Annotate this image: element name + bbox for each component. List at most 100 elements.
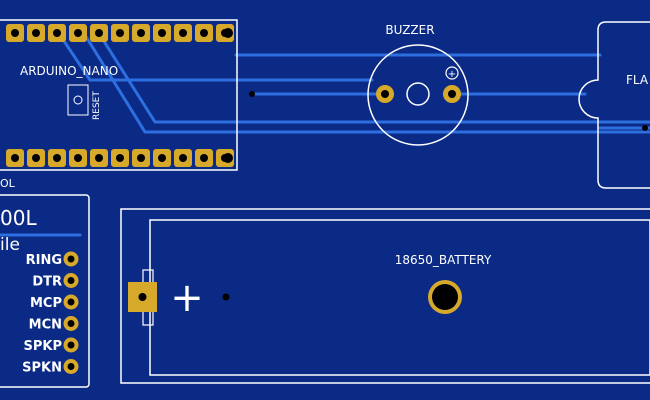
- nano-top-pin-row: [6, 24, 234, 42]
- pin-hole: [95, 29, 103, 37]
- pin-hole: [74, 154, 82, 162]
- nano-top-pin: [153, 24, 171, 42]
- nano-top-pin: [48, 24, 66, 42]
- nano-top-pin: [90, 24, 108, 42]
- module-pin-mcp: MCP: [30, 294, 79, 311]
- pin-module-pin-list: RING DTR MCP MCN SPKP SPKN: [22, 251, 79, 376]
- nano-mount-hole-bottom: [223, 153, 233, 163]
- fragment-label: OL: [0, 177, 16, 190]
- pin-hole: [32, 29, 40, 37]
- module-pin-label: MCN: [29, 318, 62, 333]
- pin-hole: [179, 29, 187, 37]
- buzzer-label: BUZZER: [385, 23, 434, 37]
- pin-hole: [200, 29, 208, 37]
- nano-bottom-pin-row: [6, 149, 234, 167]
- right-module-outline: [578, 21, 650, 189]
- module-pin-label: SPKP: [24, 339, 63, 354]
- reset-button: [67, 84, 89, 116]
- pin-hole: [137, 154, 145, 162]
- right-module: FLA: [578, 21, 650, 189]
- reset-label: RESET: [92, 91, 102, 120]
- pin-hole: [116, 154, 124, 162]
- pin-hole: [32, 154, 40, 162]
- module-pin-label: SPKN: [22, 361, 62, 376]
- pin-module-title: 00L: [0, 206, 37, 230]
- nano-top-pin: [69, 24, 87, 42]
- module-pin-ring: RING: [26, 251, 79, 268]
- buzzer-pad-positive-hole: [448, 90, 456, 98]
- module-pin-dtr: DTR: [32, 273, 79, 290]
- nano-bottom-pin: [48, 149, 66, 167]
- nano-top-pin: [195, 24, 213, 42]
- nano-bottom-pin: [111, 149, 129, 167]
- module-pin-hole: [67, 363, 75, 370]
- module-pin-hole: [67, 255, 75, 263]
- buzzer-polarity-ring: [445, 66, 459, 80]
- pin-hole: [53, 29, 61, 37]
- nano-via: [249, 91, 255, 97]
- pin-module-outline: [0, 194, 90, 388]
- module-pin-label: RING: [26, 253, 62, 268]
- module-pin-hole: [67, 298, 75, 306]
- battery-pad-positive-hole: [138, 293, 147, 301]
- traces: [0, 33, 650, 237]
- pin-hole: [200, 154, 208, 162]
- nano-top-pin: [27, 24, 45, 42]
- right-module-label: FLA: [626, 73, 649, 87]
- buzzer: BUZZER +: [367, 23, 469, 146]
- arduino-nano: ARDUINO_NANO RESET: [0, 19, 255, 171]
- pin-hole: [158, 154, 166, 162]
- pin-hole: [95, 154, 103, 162]
- pin-hole: [74, 29, 82, 37]
- pin-hole: [116, 29, 124, 37]
- module-pin-label: MCP: [30, 296, 62, 311]
- pin-hole: [137, 29, 145, 37]
- battery-polarity-mark: +: [170, 275, 204, 321]
- pin-hole: [11, 29, 19, 37]
- module-pin-spkn: SPKN: [22, 359, 79, 376]
- battery-label: 18650_BATTERY: [395, 253, 492, 267]
- pin-module-subtitle: ile: [0, 235, 20, 255]
- nano-bottom-pin: [90, 149, 108, 167]
- module-pin-label: DTR: [32, 275, 62, 290]
- nano-label: ARDUINO_NANO: [20, 64, 118, 78]
- pin-hole: [11, 154, 19, 162]
- battery-pad-negative-hole: [432, 284, 458, 310]
- nano-top-pin: [174, 24, 192, 42]
- nano-bottom-pin: [153, 149, 171, 167]
- pin-hole: [158, 29, 166, 37]
- module-pin-hole: [67, 277, 75, 284]
- nano-top-pin: [111, 24, 129, 42]
- battery-outer-outline: [120, 208, 650, 384]
- nano-outline: [0, 19, 238, 171]
- battery-via: [222, 293, 230, 301]
- reset-button-knob: [73, 95, 83, 105]
- module-pin-mcn: MCN: [29, 316, 79, 333]
- nano-top-pin: [132, 24, 150, 42]
- nano-bottom-pin: [69, 149, 87, 167]
- pin-hole: [53, 154, 61, 162]
- module-pin-hole: [67, 341, 75, 349]
- trace-diag-1: [98, 33, 650, 124]
- nano-bottom-pin: [132, 149, 150, 167]
- nano-mount-hole-top: [223, 28, 233, 38]
- battery-holder: + 18650_BATTERY: [120, 208, 650, 384]
- nano-top-pin: [6, 24, 24, 42]
- trace-diag-2: [83, 33, 650, 134]
- right-module-via: [642, 125, 648, 131]
- trace-top-2: [58, 33, 374, 82]
- nano-bottom-pin: [6, 149, 24, 167]
- buzzer-outline: [367, 44, 469, 146]
- module-pin-spkp: SPKP: [24, 337, 79, 354]
- nano-bottom-pin: [174, 149, 192, 167]
- nano-bottom-pin: [195, 149, 213, 167]
- buzzer-pad-negative-hole: [381, 90, 389, 98]
- buzzer-polarity-mark: +: [448, 69, 456, 80]
- pin-hole: [179, 154, 187, 162]
- pin-module: 00L ile RING DTR MCP MCN SPKP SPKN: [0, 194, 90, 388]
- module-pin-hole: [67, 320, 75, 327]
- nano-bottom-pin: [27, 149, 45, 167]
- buzzer-center-hole: [406, 82, 430, 106]
